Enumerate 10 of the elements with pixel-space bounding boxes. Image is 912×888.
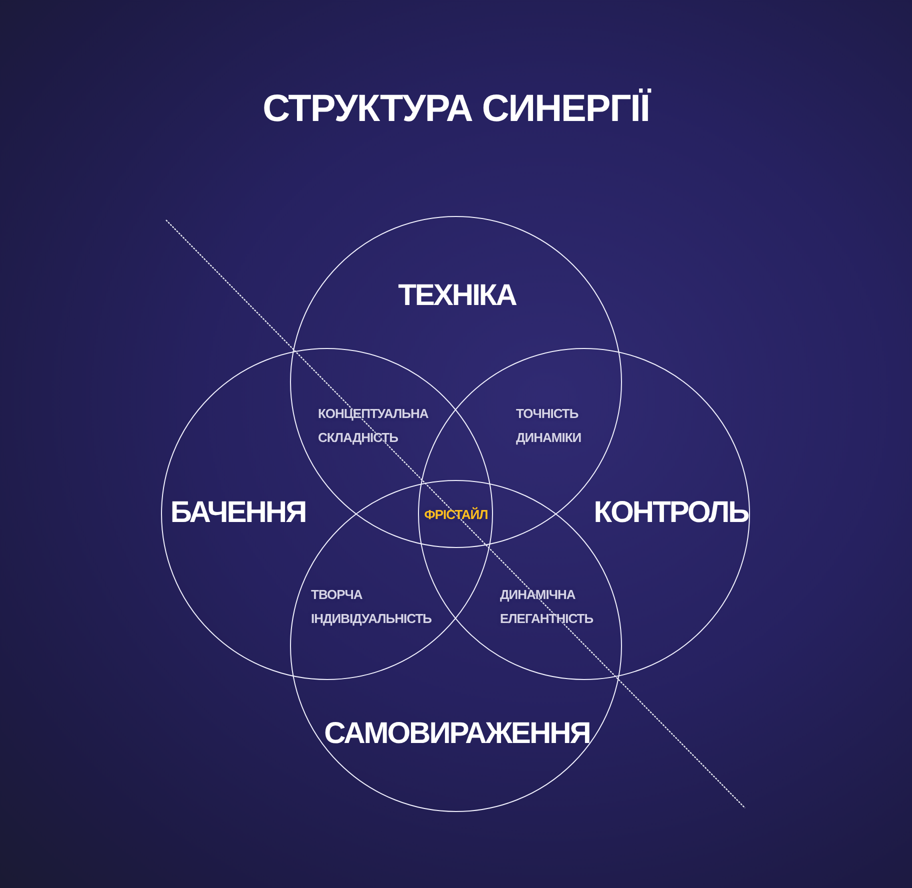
circle-label: ТЕХНІКА xyxy=(398,279,516,313)
title: СТРУКТУРА СИНЕРГІЇ xyxy=(262,88,652,131)
venn-circle xyxy=(161,348,493,680)
overlap-label: ТОЧНІСТЬ ДИНАМІКИ xyxy=(516,405,582,447)
circle-label: САМОВИРАЖЕННЯ xyxy=(324,717,590,751)
overlap-label: ТВОРЧА ІНДИВІДУАЛЬНІСТЬ xyxy=(311,586,432,628)
overlap-label: КОНЦЕПТУАЛЬНА СКЛАДНІСТЬ xyxy=(318,405,428,447)
overlap-label: ФРІСТАЙЛ xyxy=(424,506,488,524)
circle-label: КОНТРОЛЬ xyxy=(594,496,748,530)
circle-label: БАЧЕННЯ xyxy=(170,496,306,530)
